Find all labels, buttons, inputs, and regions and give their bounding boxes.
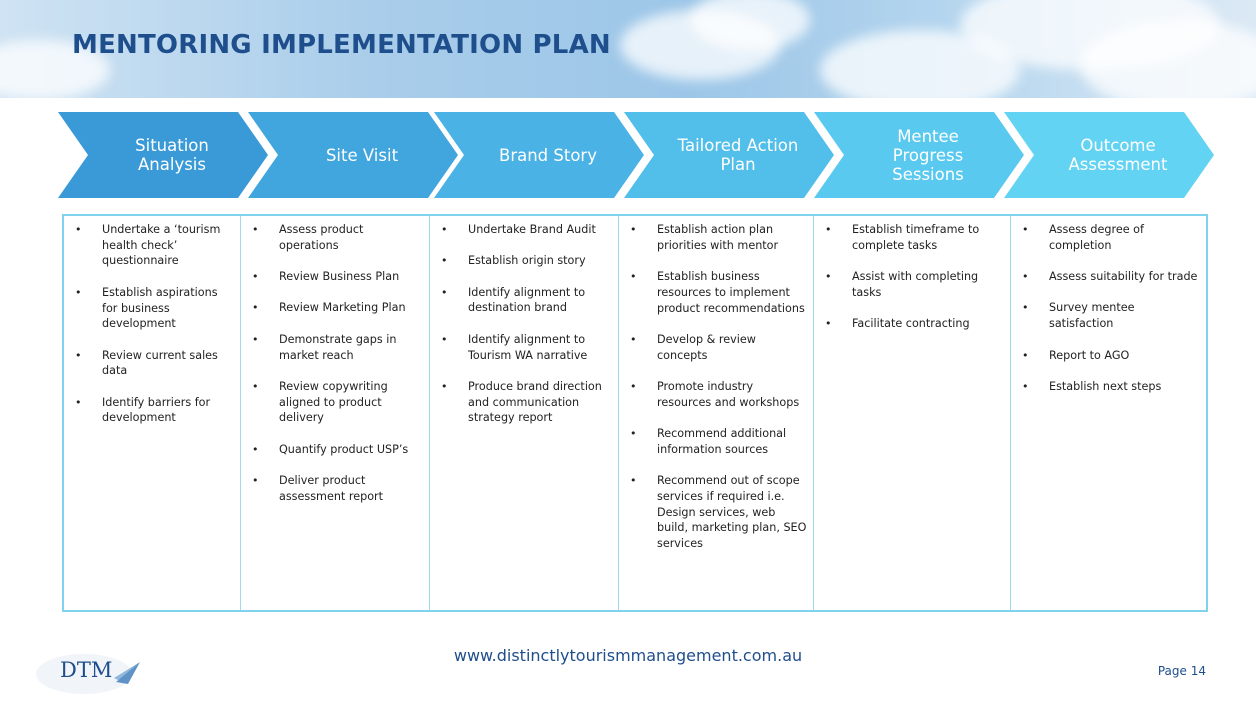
task-item: Review Business Plan bbox=[247, 269, 423, 285]
chevron-shape bbox=[814, 112, 1024, 198]
task-item: Recommend additional information sources bbox=[625, 426, 807, 457]
tasks-column-mentee-progress-sessions: Establish timeframe to complete tasks As… bbox=[814, 216, 1011, 610]
task-item: Review copywriting aligned to product de… bbox=[247, 379, 423, 426]
tasks-column-situation-analysis: Undertake a ‘tourism health check’ quest… bbox=[64, 216, 241, 610]
stage-chevron-tailored-action-plan: Tailored Action Plan bbox=[624, 112, 836, 198]
tasks-column-site-visit: Assess product operations Review Busines… bbox=[241, 216, 430, 610]
task-item: Establish action plan priorities with me… bbox=[625, 222, 807, 253]
task-item: Establish timeframe to complete tasks bbox=[820, 222, 1004, 253]
task-list: Assess degree of completion Assess suita… bbox=[1017, 222, 1200, 395]
task-item: Quantify product USP’s bbox=[247, 442, 423, 458]
task-item: Develop & review concepts bbox=[625, 332, 807, 363]
tasks-table: Undertake a ‘tourism health check’ quest… bbox=[62, 214, 1208, 612]
tasks-column-brand-story: Undertake Brand Audit Establish origin s… bbox=[430, 216, 619, 610]
task-list: Assess product operations Review Busines… bbox=[247, 222, 423, 505]
task-item: Deliver product assessment report bbox=[247, 473, 423, 504]
header-banner: MENTORING IMPLEMENTATION PLAN bbox=[0, 0, 1256, 98]
task-item: Establish next steps bbox=[1017, 379, 1200, 395]
stage-chevron-outcome-assessment: Outcome Assessment bbox=[1004, 112, 1216, 198]
task-item: Establish origin story bbox=[436, 253, 612, 269]
task-item: Establish aspirations for business devel… bbox=[70, 285, 234, 332]
stage-title: Outcome Assessment bbox=[1068, 136, 1168, 174]
task-item: Survey mentee satisfaction bbox=[1017, 300, 1200, 331]
task-item: Produce brand direction and communicatio… bbox=[436, 379, 612, 426]
task-item: Review current sales data bbox=[70, 348, 234, 379]
task-list: Establish action plan priorities with me… bbox=[625, 222, 807, 552]
task-item: Undertake Brand Audit bbox=[436, 222, 612, 238]
chevron-shape bbox=[434, 112, 644, 198]
task-item: Assess degree of completion bbox=[1017, 222, 1200, 253]
task-item: Assess product operations bbox=[247, 222, 423, 253]
task-list: Establish timeframe to complete tasks As… bbox=[820, 222, 1004, 332]
task-item: Report to AGO bbox=[1017, 348, 1200, 364]
task-item: Assist with completing tasks bbox=[820, 269, 1004, 300]
stage-chevron-mentee-progress-sessions: Mentee Progress Sessions bbox=[814, 112, 1026, 198]
stage-title: Brand Story bbox=[499, 145, 597, 165]
chevron-shape bbox=[58, 112, 268, 198]
stage-chevron-situation-analysis: Situation Analysis bbox=[58, 112, 270, 198]
stage-title: Mentee Progress Sessions bbox=[892, 126, 964, 184]
website-link[interactable]: www.distinctlytourismmanagement.com.au bbox=[453, 646, 803, 665]
task-item: Identify barriers for development bbox=[70, 395, 234, 426]
page-title: MENTORING IMPLEMENTATION PLAN bbox=[72, 30, 611, 60]
chevron-shape bbox=[1004, 112, 1214, 198]
stage-chevron-site-visit: Site Visit bbox=[248, 112, 460, 198]
task-item: Establish business resources to implemen… bbox=[625, 269, 807, 316]
stage-chevron-brand-story: Brand Story bbox=[434, 112, 646, 198]
chevron-shape bbox=[248, 112, 458, 198]
task-item: Facilitate contracting bbox=[820, 316, 1004, 332]
stage-title: Situation Analysis bbox=[135, 136, 209, 174]
stage-title: Site Visit bbox=[325, 145, 399, 165]
tasks-column-tailored-action-plan: Establish action plan priorities with me… bbox=[619, 216, 814, 610]
task-list: Undertake Brand Audit Establish origin s… bbox=[436, 222, 612, 426]
task-item: Promote industry resources and workshops bbox=[625, 379, 807, 410]
task-item: Recommend out of scope services if requi… bbox=[625, 473, 807, 552]
stage-title: Tailored Action Plan bbox=[677, 136, 799, 174]
task-item: Undertake a ‘tourism health check’ quest… bbox=[70, 222, 234, 269]
task-list: Undertake a ‘tourism health check’ quest… bbox=[70, 222, 234, 426]
process-chevrons: Situation Analysis Site Visit Brand Stor… bbox=[0, 112, 1256, 200]
task-item: Assess suitability for trade bbox=[1017, 269, 1200, 285]
task-item: Review Marketing Plan bbox=[247, 300, 423, 316]
chevron-shape bbox=[624, 112, 834, 198]
task-item: Identify alignment to Tourism WA narrati… bbox=[436, 332, 612, 363]
task-item: Demonstrate gaps in market reach bbox=[247, 332, 423, 363]
task-item: Identify alignment to destination brand bbox=[436, 285, 612, 316]
page-number: Page 14 bbox=[1157, 664, 1206, 678]
tasks-column-outcome-assessment: Assess degree of completion Assess suita… bbox=[1011, 216, 1206, 610]
dtm-logo bbox=[36, 654, 140, 694]
logo-text: DTM bbox=[60, 658, 113, 682]
